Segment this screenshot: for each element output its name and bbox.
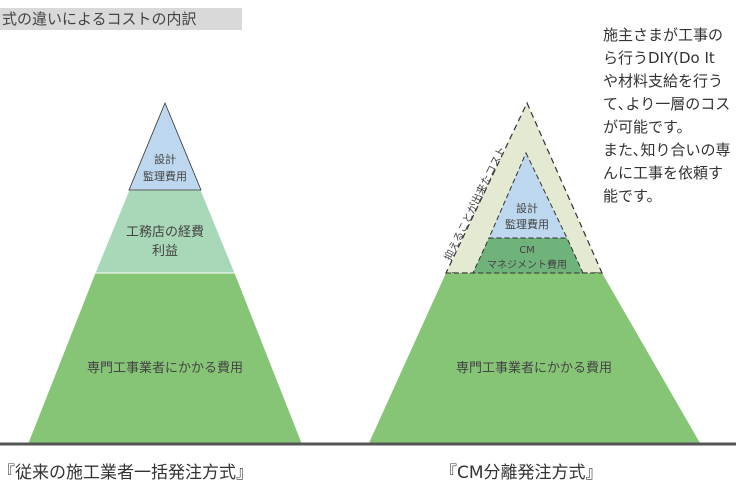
left-pyramid [27, 101, 303, 444]
desc-line: 施主さまが工事の [603, 26, 724, 44]
left-top-layer [128, 101, 202, 191]
desc-line: が可能です。 [603, 118, 692, 136]
left-bottom-label: 専門工事業者にかかる費用 [87, 360, 243, 376]
right-top-label: 設計 [516, 201, 538, 215]
right-caption: 『CM分離発注方式』 [440, 463, 603, 483]
desc-line: や材料支給を行う [603, 72, 724, 90]
right-bottom-label: 専門工事業者にかかる費用 [456, 360, 612, 376]
desc-line: て､より一層のコス [603, 95, 731, 113]
desc-line: また､知り合いの専 [603, 141, 731, 159]
left-middle-label: 利益 [152, 244, 178, 259]
description-text: 施主さまが工事の ら行うDIY(Do It や材料支給を行う て､より一層のコス… [603, 24, 731, 208]
left-middle-label: 工務店の経費 [126, 225, 204, 240]
left-top-label: 監理費用 [143, 169, 187, 183]
desc-line: 能です。 [603, 187, 662, 205]
left-top-label: 設計 [154, 152, 176, 166]
left-bottom-layer [27, 272, 303, 444]
right-top-label: 監理費用 [505, 217, 549, 231]
desc-line: ら行うDIY(Do It [603, 49, 715, 67]
right-pyramid [369, 101, 700, 443]
left-caption: 『従来の施工業者一括発注方式』 [0, 463, 253, 483]
right-top-layer [488, 151, 568, 239]
cm-label: マネジメント費用 [487, 258, 567, 271]
section-title: 式の違いによるコストの内訳 [0, 8, 242, 30]
cm-label: CM [519, 245, 535, 256]
desc-line: んに工事を依頼す [603, 164, 724, 182]
right-bottom-layer [369, 273, 700, 443]
